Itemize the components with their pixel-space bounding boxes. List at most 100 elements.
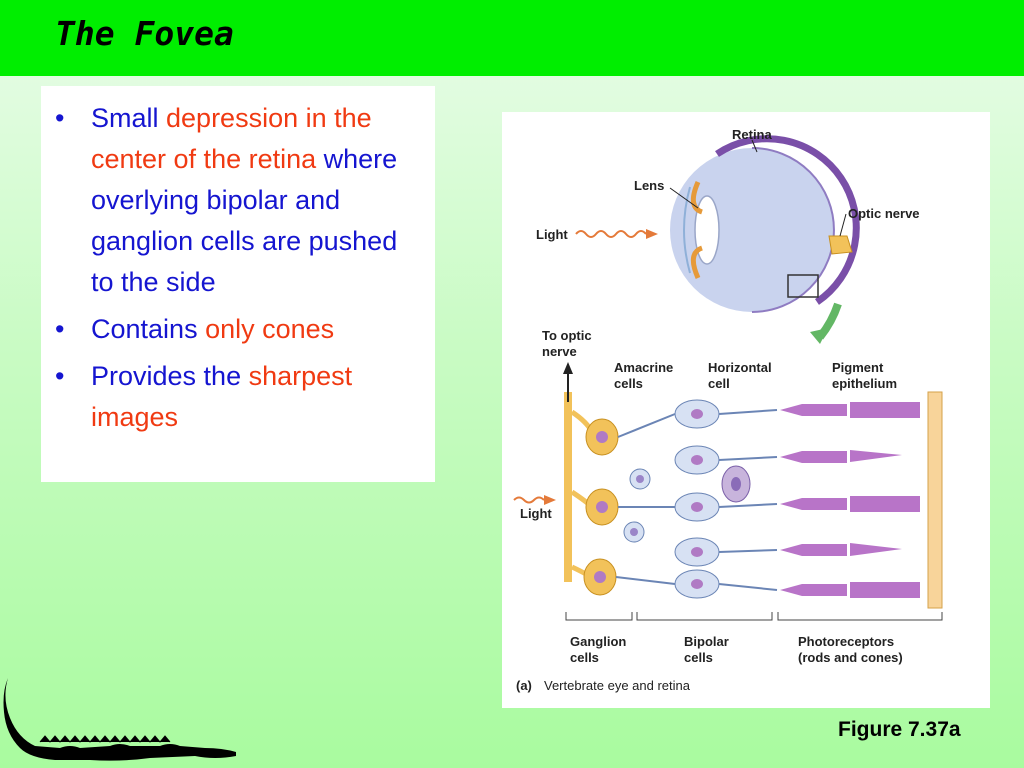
cone-cell xyxy=(780,451,847,463)
optic-nerve-leader xyxy=(839,213,847,237)
retina-layers xyxy=(513,362,943,621)
photoreceptor-group xyxy=(780,402,920,598)
light-arrow-bottom xyxy=(544,495,556,505)
label-lens: Lens xyxy=(634,178,664,193)
label-light-top: Light xyxy=(536,227,568,242)
synapse-line xyxy=(718,456,778,461)
label-pigment: Pigment xyxy=(832,360,884,375)
bullet-item: • Small depression in the center of the … xyxy=(53,98,425,303)
bipolar-cell-group xyxy=(615,399,778,599)
cone-outer-segment xyxy=(850,543,902,556)
bipolar-nucleus xyxy=(691,455,703,465)
cone-cell xyxy=(780,584,847,596)
synapse-line xyxy=(718,503,778,508)
lens-shape xyxy=(694,195,720,265)
bullet-panel: • Small depression in the center of the … xyxy=(41,86,435,482)
ganglion-cell-group xyxy=(570,409,619,596)
rod-outer-segment xyxy=(850,496,920,512)
eye-retina-figure: Retina Lens Optic nerve Light xyxy=(502,112,990,708)
label-epithelium: epithelium xyxy=(832,376,897,391)
iris-top xyxy=(690,180,704,215)
ganglion-nucleus xyxy=(596,501,608,513)
crocodile-body xyxy=(3,678,236,761)
light-arrow-top xyxy=(646,229,658,239)
synapse-line xyxy=(718,583,778,591)
lens-leader xyxy=(669,187,699,209)
label-bipolar-cells: cells xyxy=(684,650,713,665)
cone-outer-segment xyxy=(850,450,902,462)
fovea-highlight-box xyxy=(787,274,819,298)
bullet-marker: • xyxy=(55,314,65,344)
synapse-line xyxy=(718,409,778,415)
label-panel-letter: (a) xyxy=(516,678,532,693)
bipolar-nucleus xyxy=(691,579,703,589)
label-bipolar: Bipolar xyxy=(684,634,729,649)
label-retina: Retina xyxy=(732,127,773,142)
amacrine-nucleus xyxy=(630,528,638,536)
label-ganglion-cells: cells xyxy=(570,650,599,665)
optic-nerve-shape xyxy=(828,235,853,255)
bullet-highlight: sharpest images xyxy=(91,361,353,432)
bipolar-bracket xyxy=(636,612,773,621)
light-wave-top xyxy=(575,230,647,238)
rod-outer-segment xyxy=(850,582,920,598)
bullet-text: where overlying bipolar and ganglion cel… xyxy=(91,144,398,297)
label-panel-title: Vertebrate eye and retina xyxy=(544,678,691,693)
bipolar-nucleus xyxy=(691,502,703,512)
to-optic-arrow-head xyxy=(563,362,573,374)
label-horizontal-cell: cell xyxy=(708,376,730,391)
label-to-optic-nerve: nerve xyxy=(542,344,577,359)
eyeball-shape xyxy=(670,148,834,312)
slide-title: The Fovea xyxy=(55,14,234,53)
label-to-optic: To optic xyxy=(542,328,592,343)
cornea-line xyxy=(683,186,691,274)
eye-cross-section xyxy=(670,135,860,313)
cone-cell xyxy=(780,404,847,416)
pigment-epithelium xyxy=(927,391,943,609)
cone-cell xyxy=(780,498,847,510)
label-amacrine-cells: cells xyxy=(614,376,643,391)
photoreceptor-bracket xyxy=(777,612,943,621)
bullet-highlight: depression in the center of the retina xyxy=(91,103,372,174)
ganglion-bracket xyxy=(565,612,633,621)
figure-caption: Figure 7.37a xyxy=(838,718,961,741)
crocodile-ridges xyxy=(39,735,171,743)
cone-cell xyxy=(780,544,847,556)
label-amacrine: Amacrine xyxy=(614,360,673,375)
bullet-marker: • xyxy=(55,103,65,133)
synapse-line xyxy=(718,549,778,553)
label-photoreceptors: Photoreceptors xyxy=(798,634,894,649)
label-horizontal: Horizontal xyxy=(708,360,772,375)
label-light-bottom: Light xyxy=(520,506,552,521)
horizontal-nucleus xyxy=(731,477,741,491)
amacrine-nucleus xyxy=(636,475,644,483)
bullet-marker: • xyxy=(55,361,65,391)
light-wave-bottom xyxy=(513,496,545,504)
ganglion-nucleus xyxy=(596,431,608,443)
synapse-line xyxy=(615,576,676,585)
bullet-highlight: only cones xyxy=(205,314,335,344)
eye-retina-diagram: Retina Lens Optic nerve Light xyxy=(513,127,943,693)
sclera-line xyxy=(751,147,835,313)
bullet-text: Provides the xyxy=(91,361,249,391)
bullet-list: • Small depression in the center of the … xyxy=(53,98,425,438)
bullet-text: Contains xyxy=(91,314,206,344)
bullet-item: • Provides the sharpest images xyxy=(53,356,425,438)
label-optic-nerve: Optic nerve xyxy=(848,206,920,221)
bipolar-nucleus xyxy=(691,547,703,557)
label-ganglion: Ganglion xyxy=(570,634,626,649)
zoom-arrow-head xyxy=(810,328,828,344)
ganglion-axon-bundle xyxy=(564,392,572,582)
crocodile-silhouette-icon xyxy=(3,678,236,761)
rod-outer-segment xyxy=(850,402,920,418)
bipolar-nucleus xyxy=(691,409,703,419)
label-rods-cones: (rods and cones) xyxy=(798,650,903,665)
retina-layer xyxy=(715,135,860,305)
iris-bottom xyxy=(690,245,704,280)
synapse-line xyxy=(617,413,676,438)
amacrine-cell-group xyxy=(623,468,651,543)
bullet-item: • Contains only cones xyxy=(53,309,425,350)
ganglion-nucleus xyxy=(594,571,606,583)
title-bar: The Fovea xyxy=(0,0,1024,76)
bullet-text: Small xyxy=(91,103,167,133)
